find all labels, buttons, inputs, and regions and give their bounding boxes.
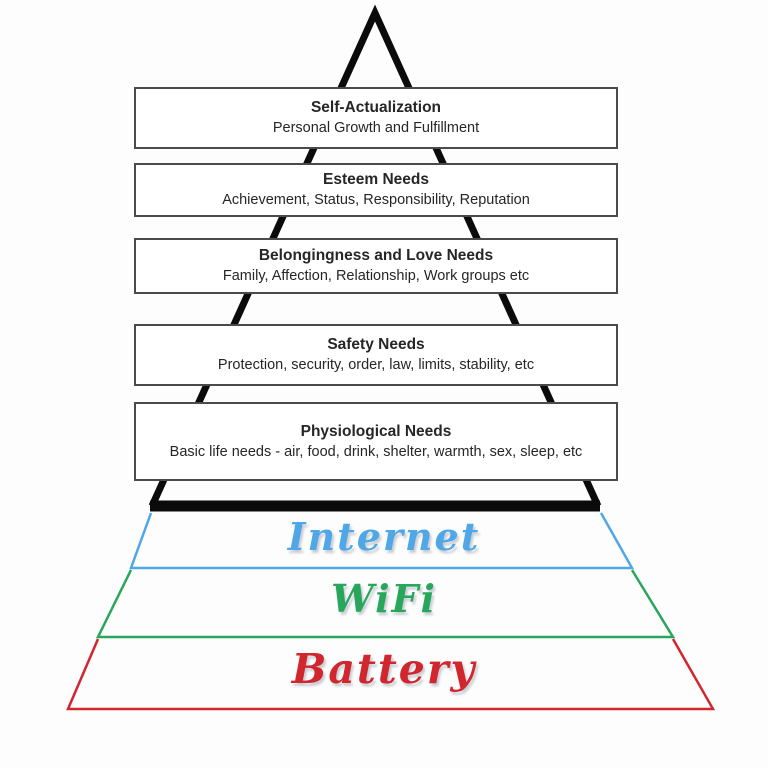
level-subtitle: Achievement, Status, Responsibility, Rep… [222,192,530,209]
level-title: Physiological Needs [300,422,452,440]
level-subtitle: Personal Growth and Fulfillment [272,120,480,137]
level-subtitle: Family, Affection, Relationship, Work gr… [222,268,530,285]
tier-label-internet: Internet [287,514,481,559]
level-title: Self-Actualization [310,99,442,116]
level-box-self-actualization: Self-Actualization Personal Growth and F… [134,87,618,149]
tier-label-wifi: WiFi [331,576,437,621]
internet-tier-outline [129,512,635,570]
level-subtitle: Protection, security, order, law, limits… [217,357,535,374]
level-box-physiological-needs: Physiological Needs Basic life needs - a… [134,402,618,481]
level-title: Safety Needs [327,336,425,353]
wifi-tier-outline [95,569,676,639]
tier-label-battery: Battery [291,645,477,693]
level-box-safety-needs: Safety Needs Protection, security, order… [134,324,618,386]
battery-tier-outline [66,638,716,711]
level-title: Esteem Needs [323,171,429,188]
level-title: Belongingness and Love Needs [258,247,494,264]
level-box-esteem-needs: Esteem Needs Achievement, Status, Respon… [134,163,618,217]
level-box-belongingness-love-needs: Belongingness and Love Needs Family, Aff… [134,238,618,294]
level-subtitle: Basic life needs - air, food, drink, she… [169,443,583,460]
